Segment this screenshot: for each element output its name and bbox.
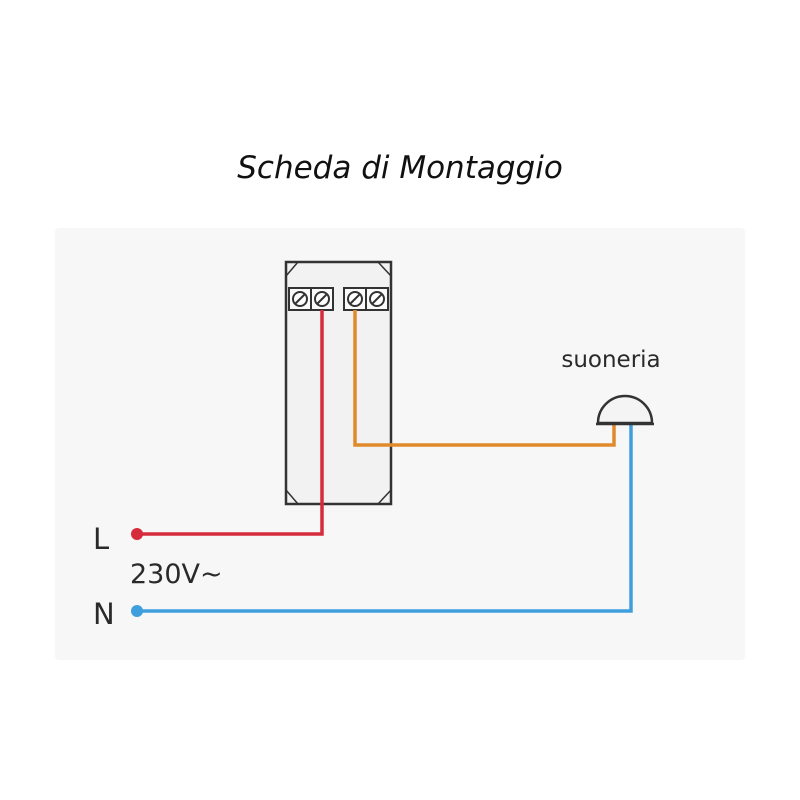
terminal-block-right xyxy=(343,287,389,311)
module-corner xyxy=(377,261,392,277)
screw-icon xyxy=(347,291,363,307)
neutral-label: N xyxy=(93,597,115,631)
line-wire xyxy=(137,310,324,536)
neutral-wire xyxy=(137,425,633,613)
switch-module xyxy=(284,260,393,506)
screw-icon xyxy=(292,291,308,307)
page-title: Scheda di Montaggio xyxy=(237,150,563,186)
voltage-label: 230V~ xyxy=(130,559,223,590)
neutral-terminal-dot xyxy=(131,605,143,617)
screw-icon xyxy=(369,291,385,307)
module-corner xyxy=(285,261,299,277)
bell-label: suoneria xyxy=(561,347,660,373)
terminal-block-left xyxy=(288,287,334,311)
bell-icon xyxy=(596,394,654,426)
bell-wire xyxy=(353,310,616,447)
screw-icon xyxy=(314,291,330,307)
module-corner xyxy=(285,489,299,505)
line-terminal-dot xyxy=(131,528,143,540)
line-label: L xyxy=(93,522,109,556)
module-corner xyxy=(377,489,392,505)
